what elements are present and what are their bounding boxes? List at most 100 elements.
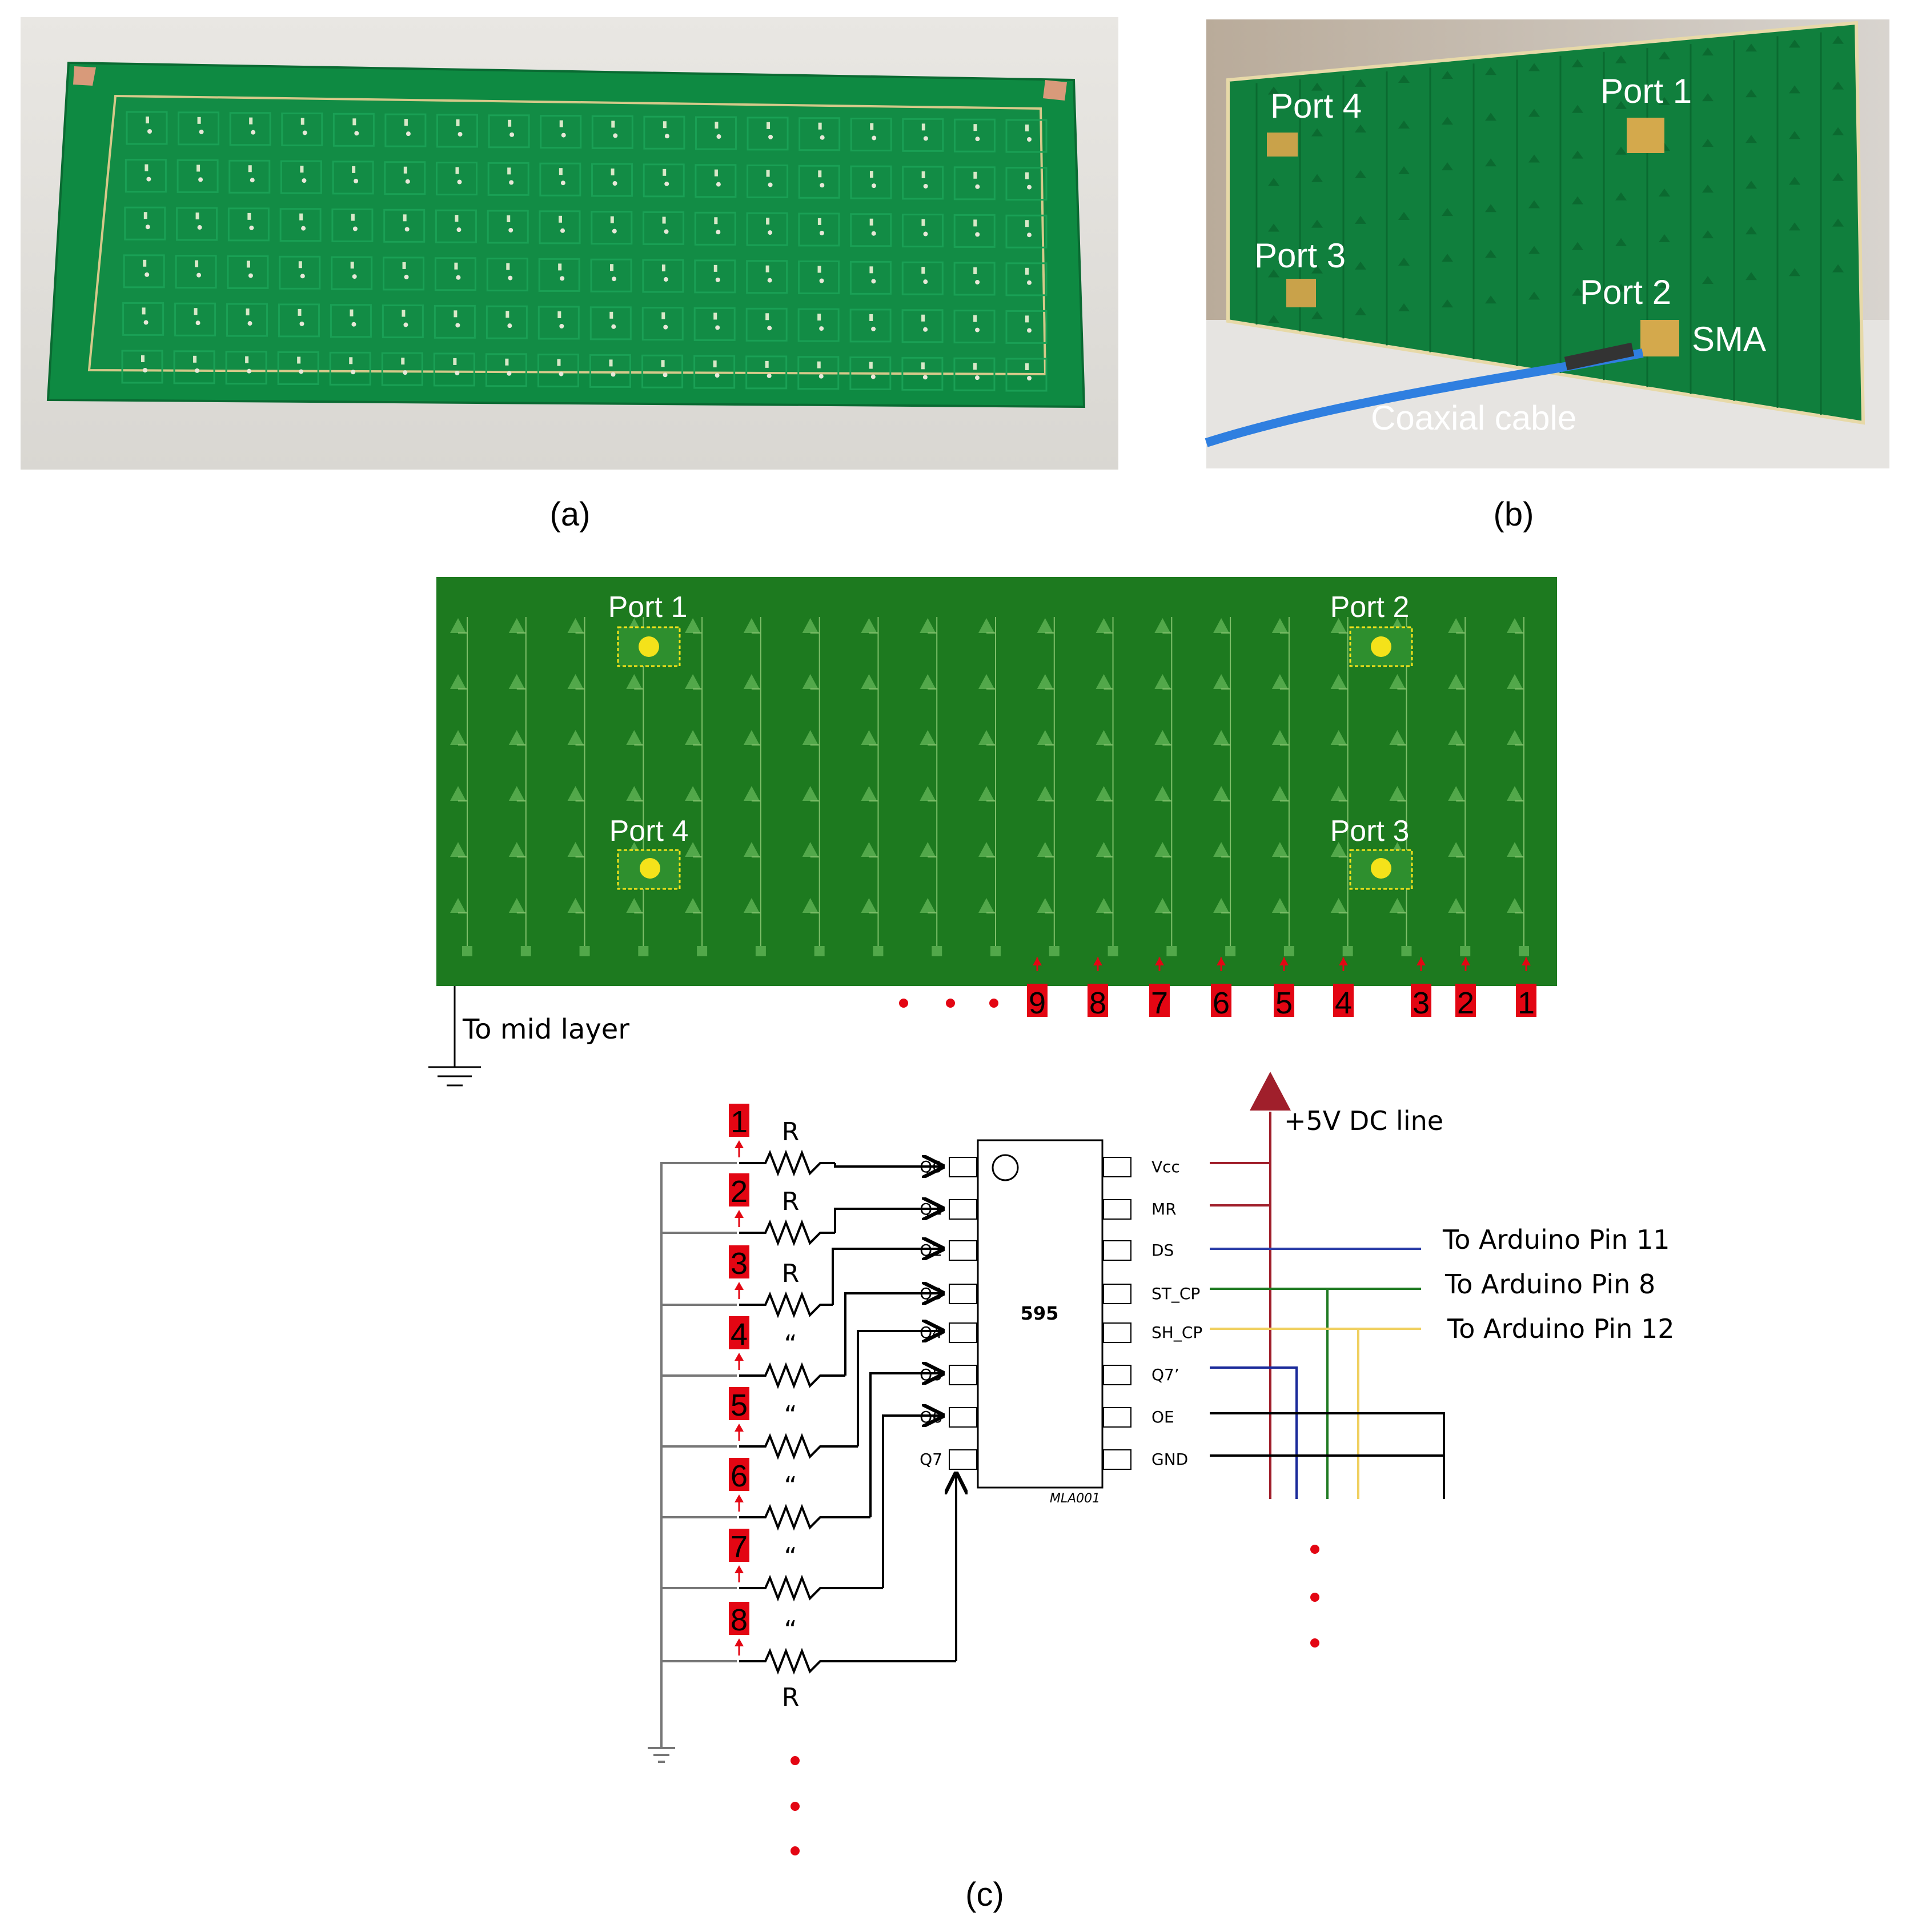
pcb-cell <box>641 307 684 341</box>
pcb-side-element <box>1746 272 1757 280</box>
column-number-box <box>1088 984 1108 1017</box>
layout-element <box>685 842 701 857</box>
layout-element <box>861 842 877 857</box>
layout-element <box>567 898 584 913</box>
pcb-via <box>768 182 773 187</box>
layout-column-pad <box>990 946 1001 956</box>
pin-route <box>834 1163 942 1167</box>
layout-element <box>1154 674 1171 689</box>
pcb-component <box>298 308 302 316</box>
pcb-cell <box>694 259 736 294</box>
layout-element <box>626 674 643 689</box>
pcb-component <box>610 216 614 223</box>
pcb-cell <box>589 306 632 340</box>
column-arrow-head <box>1033 957 1042 965</box>
layout-element <box>1448 618 1464 633</box>
layout-element <box>743 618 760 633</box>
panel-c-layout: Port 1 Port 2 Port 4 Port 3 <box>436 577 1557 986</box>
pcb-via <box>611 324 616 329</box>
row-number: 7 <box>731 1530 748 1564</box>
pcb-side-element <box>1528 291 1540 300</box>
chip-right-pin <box>1103 1322 1131 1343</box>
pcb-cell <box>487 162 529 196</box>
layout-column-pad <box>697 946 708 956</box>
layout-element <box>1389 786 1406 801</box>
pcb-side-element <box>1442 208 1453 217</box>
pcb-cell <box>329 351 371 386</box>
pcb-side-element <box>1268 269 1279 278</box>
pcb-via <box>351 370 356 375</box>
column-arrow-head <box>1461 957 1470 965</box>
pcb-via <box>250 178 255 183</box>
pcb-component <box>455 215 459 222</box>
pcb-cell <box>797 308 840 342</box>
pcb-via <box>923 183 928 189</box>
column-number-box <box>1516 984 1536 1017</box>
resistor <box>739 1149 835 1177</box>
pcb-via <box>404 227 410 232</box>
ellipsis-dot <box>791 1756 800 1765</box>
pcb-side-element <box>1398 257 1410 266</box>
pcb-cell <box>278 303 320 338</box>
resistor <box>739 1574 883 1602</box>
pcb-component <box>559 120 563 127</box>
layout-element <box>1154 786 1171 801</box>
pcb-component <box>142 307 146 315</box>
layout-element <box>508 618 525 633</box>
column-number-box <box>1333 984 1354 1017</box>
chip-left-pin <box>949 1157 977 1177</box>
pcb-side-element <box>1659 279 1670 288</box>
layout-element <box>743 898 760 913</box>
pcb-cell <box>436 114 479 148</box>
port-1-connector <box>1627 118 1664 153</box>
pcb-cell <box>229 112 271 146</box>
pcb-component <box>249 117 253 125</box>
chip-left-pin <box>949 1284 977 1304</box>
chip-left-pin-label: Q0 <box>920 1157 942 1176</box>
photo-b-sma-label: SMA <box>1692 320 1766 358</box>
pcb-component <box>818 170 822 178</box>
pcb-cell <box>225 351 267 385</box>
layout-element <box>567 674 584 689</box>
layout-element <box>1330 898 1347 913</box>
pcb-via <box>351 322 356 327</box>
row-number-box <box>729 1387 749 1420</box>
chip-left-pin <box>949 1322 977 1343</box>
pcb-cell <box>589 354 632 388</box>
pcb-cell <box>745 355 788 390</box>
pcb-cell <box>175 255 217 289</box>
pcb-component <box>351 214 355 221</box>
pcb-side-element <box>1442 71 1453 79</box>
column-number-box <box>1149 984 1170 1017</box>
pcb-side-element <box>1702 185 1714 193</box>
layout-element <box>1330 618 1347 633</box>
pcb-via <box>403 322 408 327</box>
layout-element <box>743 842 760 857</box>
pcb-via <box>664 181 669 186</box>
resistor <box>739 1504 870 1531</box>
layout-element <box>685 786 701 801</box>
pcb-component <box>973 315 977 322</box>
chip-right-pin-label: Vcc <box>1151 1157 1180 1176</box>
pcb-via <box>768 134 773 139</box>
pcb-cell <box>384 113 427 147</box>
layout-element <box>802 786 818 801</box>
pcb-cell <box>695 116 737 150</box>
pcb-cell <box>174 302 216 336</box>
pcb-side-element <box>1485 295 1496 304</box>
pcb-side-element <box>1572 59 1583 67</box>
layout-column-pad <box>1049 946 1060 956</box>
pcb-side-element <box>1355 215 1366 224</box>
layout-element <box>1330 730 1347 745</box>
pcb-cell <box>798 165 840 199</box>
layout-element <box>920 842 936 857</box>
pcb-component <box>973 219 977 227</box>
layout-element <box>978 674 994 689</box>
layout-element <box>1271 618 1288 633</box>
pcb-cell <box>539 210 581 244</box>
pcb-side-element <box>1832 173 1844 181</box>
layout-element <box>450 786 466 801</box>
pcb-side-element <box>1572 242 1583 250</box>
pcb-cell <box>850 165 892 199</box>
pcb-side-element <box>1485 113 1496 121</box>
